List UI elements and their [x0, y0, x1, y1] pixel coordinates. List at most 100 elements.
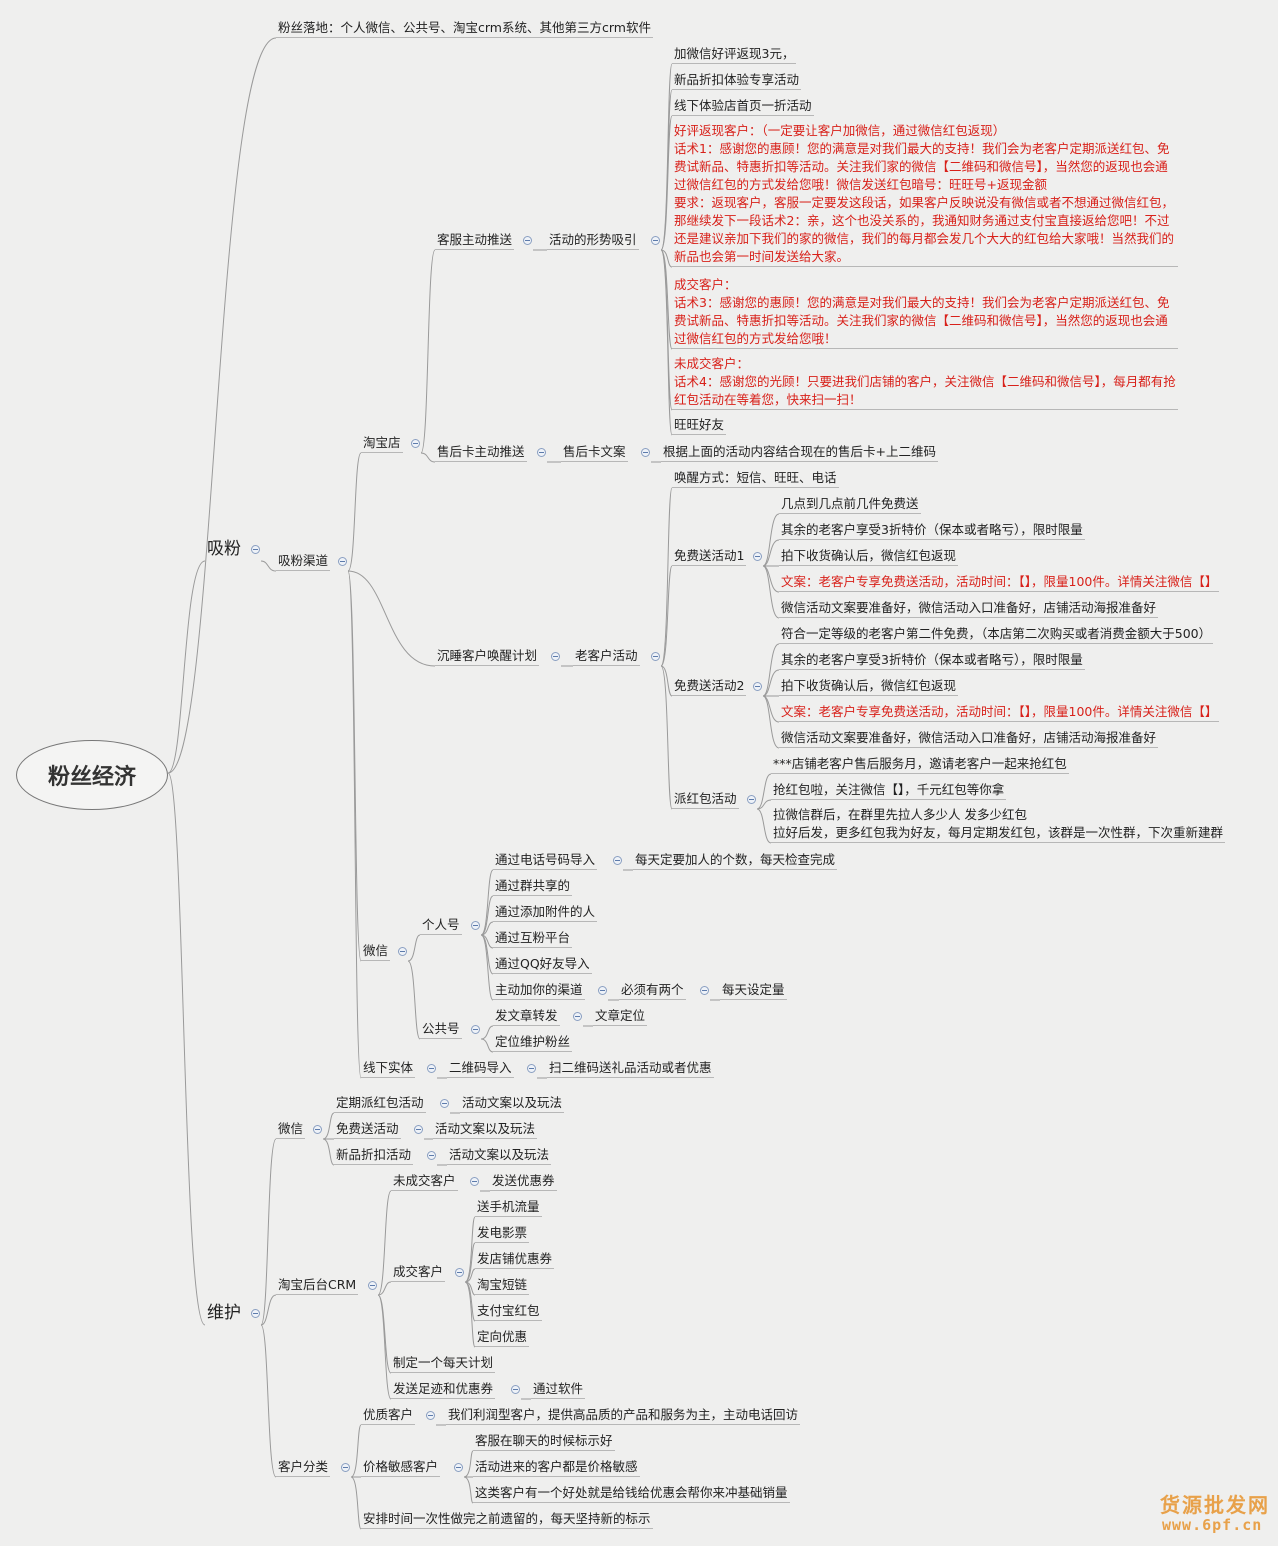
collapse-toggle-icon[interactable]	[523, 236, 532, 245]
node-c3[interactable]: 制定一个每天计划	[391, 1354, 496, 1373]
node-f1a[interactable]: 我们利润型客户，提供高品质的产品和服务为主，主动电话回访	[446, 1406, 801, 1425]
node-huodong-xingshi[interactable]: 活动的形势吸引	[547, 231, 639, 250]
collapse-toggle-icon[interactable]	[598, 986, 607, 995]
node-xianxia[interactable]: 线下实体	[361, 1059, 416, 1078]
node-p2[interactable]: 抢红包啦，关注微信【】，千元红包等你拿	[771, 781, 1007, 800]
node-a5[interactable]: 成交客户： 话术3：感谢您的惠顾！您的满意是对我们最大的支持！我们会为老客户定期…	[672, 276, 1178, 349]
collapse-toggle-icon[interactable]	[471, 921, 480, 930]
collapse-toggle-icon[interactable]	[641, 448, 650, 457]
collapse-toggle-icon[interactable]	[470, 1177, 479, 1186]
node-chenshui[interactable]: 沉睡客户唤醒计划	[435, 647, 540, 666]
node-m2d[interactable]: 文案：老客户专享免费送活动，活动时间：【】，限量100件。详情关注微信【】	[779, 703, 1220, 722]
node-m1e[interactable]: 微信活动文案要准备好，微信活动入口准备好，店铺活动海报准备好	[779, 599, 1159, 618]
collapse-toggle-icon[interactable]	[313, 1125, 322, 1134]
collapse-toggle-icon[interactable]	[251, 545, 260, 554]
node-f2a[interactable]: 客服在聊天的时候标示好	[473, 1432, 615, 1451]
collapse-toggle-icon[interactable]	[651, 652, 660, 661]
node-a7[interactable]: 旺旺好友	[672, 416, 727, 435]
collapse-toggle-icon[interactable]	[368, 1281, 377, 1290]
collapse-toggle-icon[interactable]	[753, 552, 762, 561]
node-c1a[interactable]: 发送优惠券	[490, 1172, 557, 1191]
node-erweima-detail[interactable]: 扫二维码送礼品活动或者优惠	[547, 1059, 714, 1078]
node-w3[interactable]: 新品折扣活动	[334, 1146, 414, 1165]
node-g4[interactable]: 通过互粉平台	[493, 929, 573, 948]
node-wh-weixin[interactable]: 微信	[276, 1120, 306, 1139]
node-g1a[interactable]: 每天定要加人的个数，每天检查完成	[633, 851, 838, 870]
node-c2d[interactable]: 淘宝短链	[475, 1276, 530, 1295]
node-m1d[interactable]: 文案：老客户专享免费送活动，活动时间：【】，限量100件。详情关注微信【】	[779, 573, 1220, 592]
collapse-toggle-icon[interactable]	[427, 1064, 436, 1073]
node-f2c[interactable]: 这类客户有一个好处就是给钱给优惠会帮你来冲基础销量	[473, 1484, 790, 1503]
node-w2[interactable]: 免费送活动	[334, 1120, 401, 1139]
node-mianfei2[interactable]: 免费送活动2	[672, 677, 747, 696]
node-crm[interactable]: 淘宝后台CRM	[276, 1276, 359, 1295]
node-g2[interactable]: 通过群共享的	[493, 877, 573, 896]
node-fenlei[interactable]: 客户分类	[276, 1458, 331, 1477]
node-a6[interactable]: 未成交客户： 话术4：感谢您的光顾！只要进我们店铺的客户，关注微信【二维码和微信…	[672, 355, 1178, 410]
node-a4[interactable]: 好评返现客户：（一定要让客户加微信，通过微信红包返现） 话术1：感谢您的惠顾！您…	[672, 122, 1178, 267]
collapse-toggle-icon[interactable]	[414, 1125, 423, 1134]
node-lao-kehu[interactable]: 老客户活动	[573, 647, 640, 666]
node-taobao[interactable]: 淘宝店	[361, 434, 403, 453]
collapse-toggle-icon[interactable]	[651, 236, 660, 245]
node-g6a[interactable]: 必须有两个	[619, 981, 686, 1000]
node-c2[interactable]: 成交客户	[391, 1263, 446, 1282]
node-xifen-qudao[interactable]: 吸粉渠道	[276, 552, 331, 571]
node-a3[interactable]: 线下体验店首页一折活动	[672, 97, 814, 116]
node-m1a[interactable]: 几点到几点前几件免费送	[779, 495, 921, 514]
collapse-toggle-icon[interactable]	[440, 1099, 449, 1108]
collapse-toggle-icon[interactable]	[471, 1025, 480, 1034]
node-w1a[interactable]: 活动文案以及玩法	[460, 1094, 565, 1113]
collapse-toggle-icon[interactable]	[251, 1309, 260, 1318]
node-a2[interactable]: 新品折扣体验专享活动	[672, 71, 802, 90]
node-gerenhao[interactable]: 个人号	[420, 916, 462, 935]
node-g3[interactable]: 通过添加附件的人	[493, 903, 598, 922]
node-shouhouka-detail[interactable]: 根据上面的活动内容结合现在的售后卡+上二维码	[661, 443, 938, 462]
collapse-toggle-icon[interactable]	[613, 856, 622, 865]
node-g6[interactable]: 主动加你的渠道	[493, 981, 585, 1000]
node-m1c[interactable]: 拍下收货确认后，微信红包返现	[779, 547, 959, 566]
collapse-toggle-icon[interactable]	[411, 439, 420, 448]
node-f2b[interactable]: 活动进来的客户都是价格敏感	[473, 1458, 640, 1477]
node-p3[interactable]: 拉微信群后，在群里先拉人多少人 发多少红包 拉好后发，更多红包我为好友，每月定期…	[771, 806, 1226, 843]
node-c2b[interactable]: 发电影票	[475, 1224, 530, 1243]
node-gg1[interactable]: 发文章转发	[493, 1007, 560, 1026]
node-weihu[interactable]: 维护	[207, 1303, 241, 1323]
node-gg2[interactable]: 定位维护粉丝	[493, 1033, 573, 1052]
node-c2f[interactable]: 定向优惠	[475, 1328, 530, 1347]
node-g1[interactable]: 通过电话号码导入	[493, 851, 598, 870]
node-w3a[interactable]: 活动文案以及玩法	[447, 1146, 552, 1165]
node-w2a[interactable]: 活动文案以及玩法	[433, 1120, 538, 1139]
collapse-toggle-icon[interactable]	[527, 1064, 536, 1073]
node-f1[interactable]: 优质客户	[361, 1406, 416, 1425]
node-c2e[interactable]: 支付宝红包	[475, 1302, 542, 1321]
node-paihongbao[interactable]: 派红包活动	[672, 790, 739, 809]
root-node[interactable]: 粉丝经济	[16, 740, 168, 810]
node-m2a[interactable]: 符合一定等级的老客户第二件免费，（本店第二次购买或者消费金额大于500）	[779, 625, 1214, 644]
node-gonggonghao[interactable]: 公共号	[420, 1020, 462, 1039]
node-c1[interactable]: 未成交客户	[391, 1172, 458, 1191]
node-shouhouka-wenan[interactable]: 售后卡文案	[561, 443, 628, 462]
collapse-toggle-icon[interactable]	[454, 1463, 463, 1472]
node-c4a[interactable]: 通过软件	[531, 1380, 586, 1399]
node-f3[interactable]: 安排时间一次性做完之前遗留的，每天坚持新的标示	[361, 1510, 653, 1529]
node-f2[interactable]: 价格敏感客户	[361, 1458, 441, 1477]
node-m2e[interactable]: 微信活动文案要准备好，微信活动入口准备好，店铺活动海报准备好	[779, 729, 1159, 748]
collapse-toggle-icon[interactable]	[551, 652, 560, 661]
collapse-toggle-icon[interactable]	[573, 1012, 582, 1021]
collapse-toggle-icon[interactable]	[455, 1268, 464, 1277]
node-huanxing[interactable]: 唤醒方式：短信、旺旺、电话	[672, 469, 839, 488]
node-g6b[interactable]: 每天设定量	[720, 981, 787, 1000]
node-c4[interactable]: 发送足迹和优惠券	[391, 1380, 496, 1399]
collapse-toggle-icon[interactable]	[700, 986, 709, 995]
node-c2c[interactable]: 发店铺优惠券	[475, 1250, 555, 1269]
node-weixin[interactable]: 微信	[361, 942, 391, 961]
collapse-toggle-icon[interactable]	[338, 557, 347, 566]
node-fan-land[interactable]: 粉丝落地：个人微信、公共号、淘宝crm系统、其他第三方crm软件	[276, 19, 653, 38]
node-m1b[interactable]: 其余的老客户享受3折特价（保本或者略亏），限时限量	[779, 521, 1085, 540]
collapse-toggle-icon[interactable]	[341, 1463, 350, 1472]
node-erweima[interactable]: 二维码导入	[447, 1059, 514, 1078]
node-c2a[interactable]: 送手机流量	[475, 1198, 542, 1217]
collapse-toggle-icon[interactable]	[747, 795, 756, 804]
collapse-toggle-icon[interactable]	[398, 947, 407, 956]
